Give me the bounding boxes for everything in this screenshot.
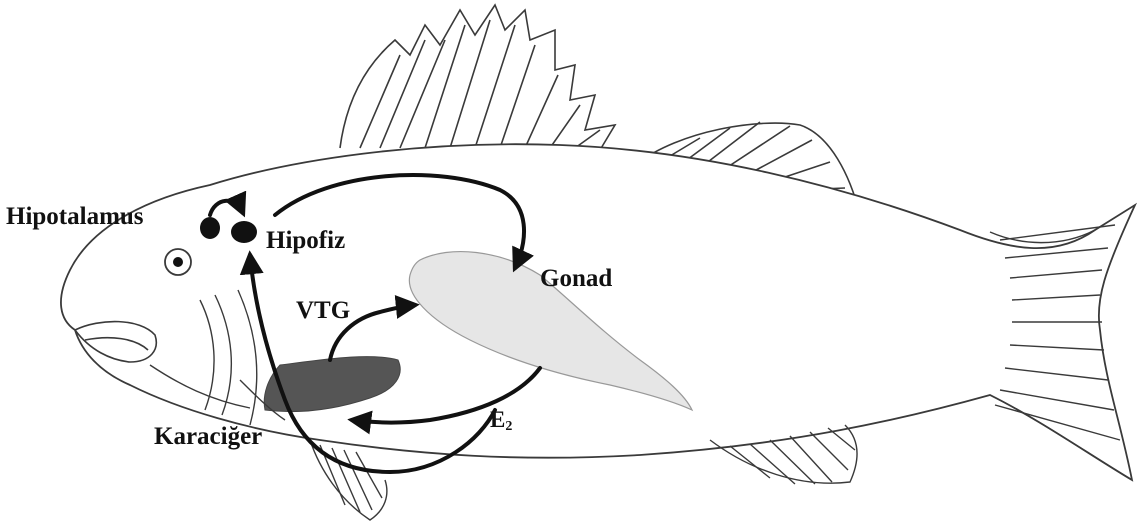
label-vtg: VTG xyxy=(296,298,350,323)
fish-eye xyxy=(165,249,191,275)
label-hypothalamus: Hipotalamus xyxy=(6,204,144,229)
estradiol-subscript: 2 xyxy=(505,419,512,434)
label-gonad: Gonad xyxy=(540,266,612,291)
hypothalamus-dot xyxy=(200,217,220,239)
label-pituitary: Hipofiz xyxy=(266,228,345,253)
label-estradiol: E2 xyxy=(490,408,512,434)
dorsal-fin xyxy=(340,5,615,150)
estradiol-symbol: E xyxy=(490,407,505,432)
pituitary-dot xyxy=(231,221,257,243)
label-liver: Karaciğer xyxy=(154,424,262,449)
